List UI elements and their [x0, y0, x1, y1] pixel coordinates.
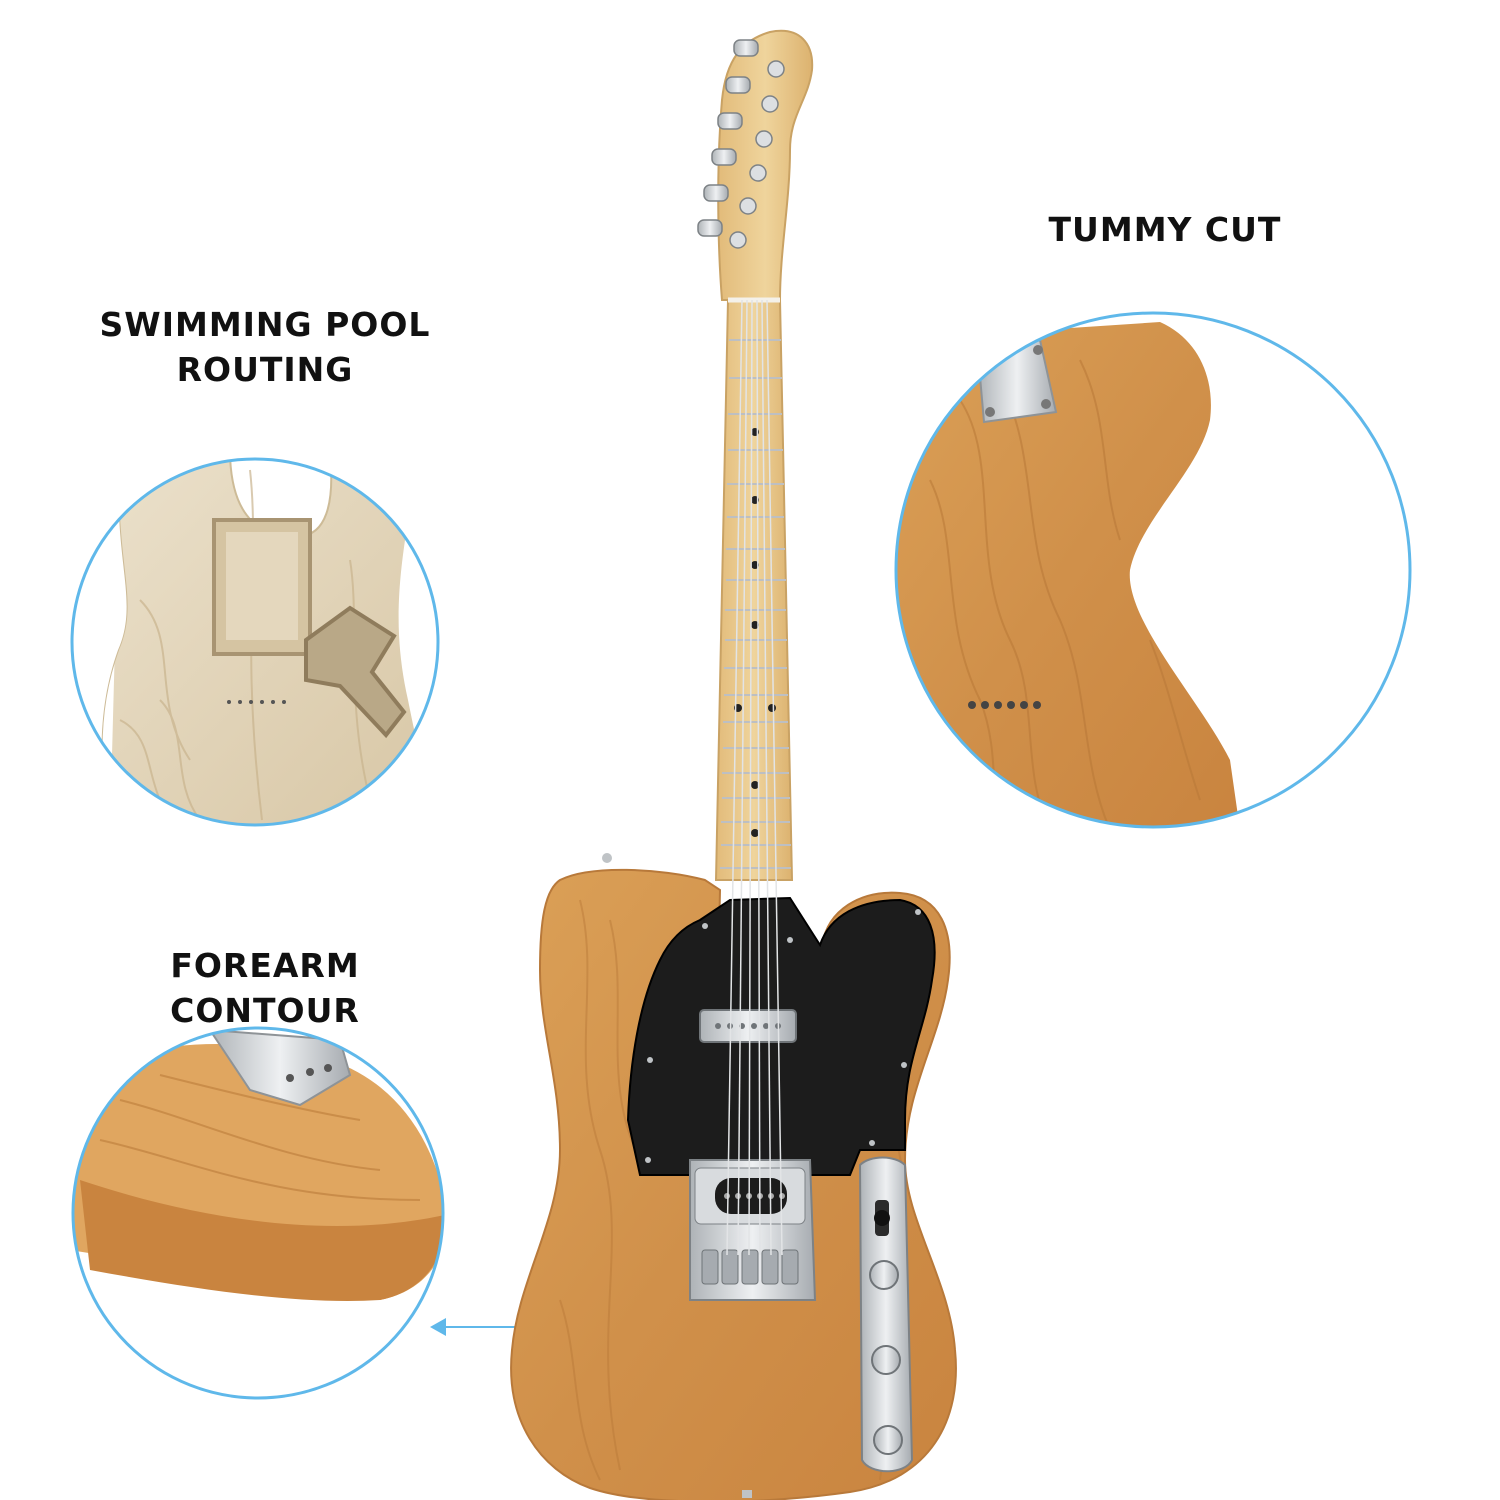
tummy-cut-label: TUMMY CUT	[1048, 210, 1282, 249]
swimming-pool-label-line1: SWIMMING POOL	[99, 305, 431, 344]
guitar	[510, 29, 957, 1500]
neck-pickup	[699, 1009, 797, 1043]
headstock	[717, 29, 814, 301]
swimming-pool-detail	[70, 457, 440, 827]
tummy-cut-detail	[894, 311, 1412, 829]
tuning-pegs	[697, 39, 759, 237]
neck	[714, 299, 794, 881]
forearm-contour-detail	[71, 1026, 445, 1400]
control-plate	[858, 1156, 914, 1473]
swimming-pool-routing-label: SWIMMING POOL ROUTING	[95, 303, 435, 392]
forearm-contour-label: FOREARM CONTOUR	[170, 946, 360, 1030]
swimming-pool-label-line2: ROUTING	[176, 349, 354, 389]
knob-icon	[869, 1260, 903, 1455]
selector-switch-icon	[874, 1200, 890, 1236]
